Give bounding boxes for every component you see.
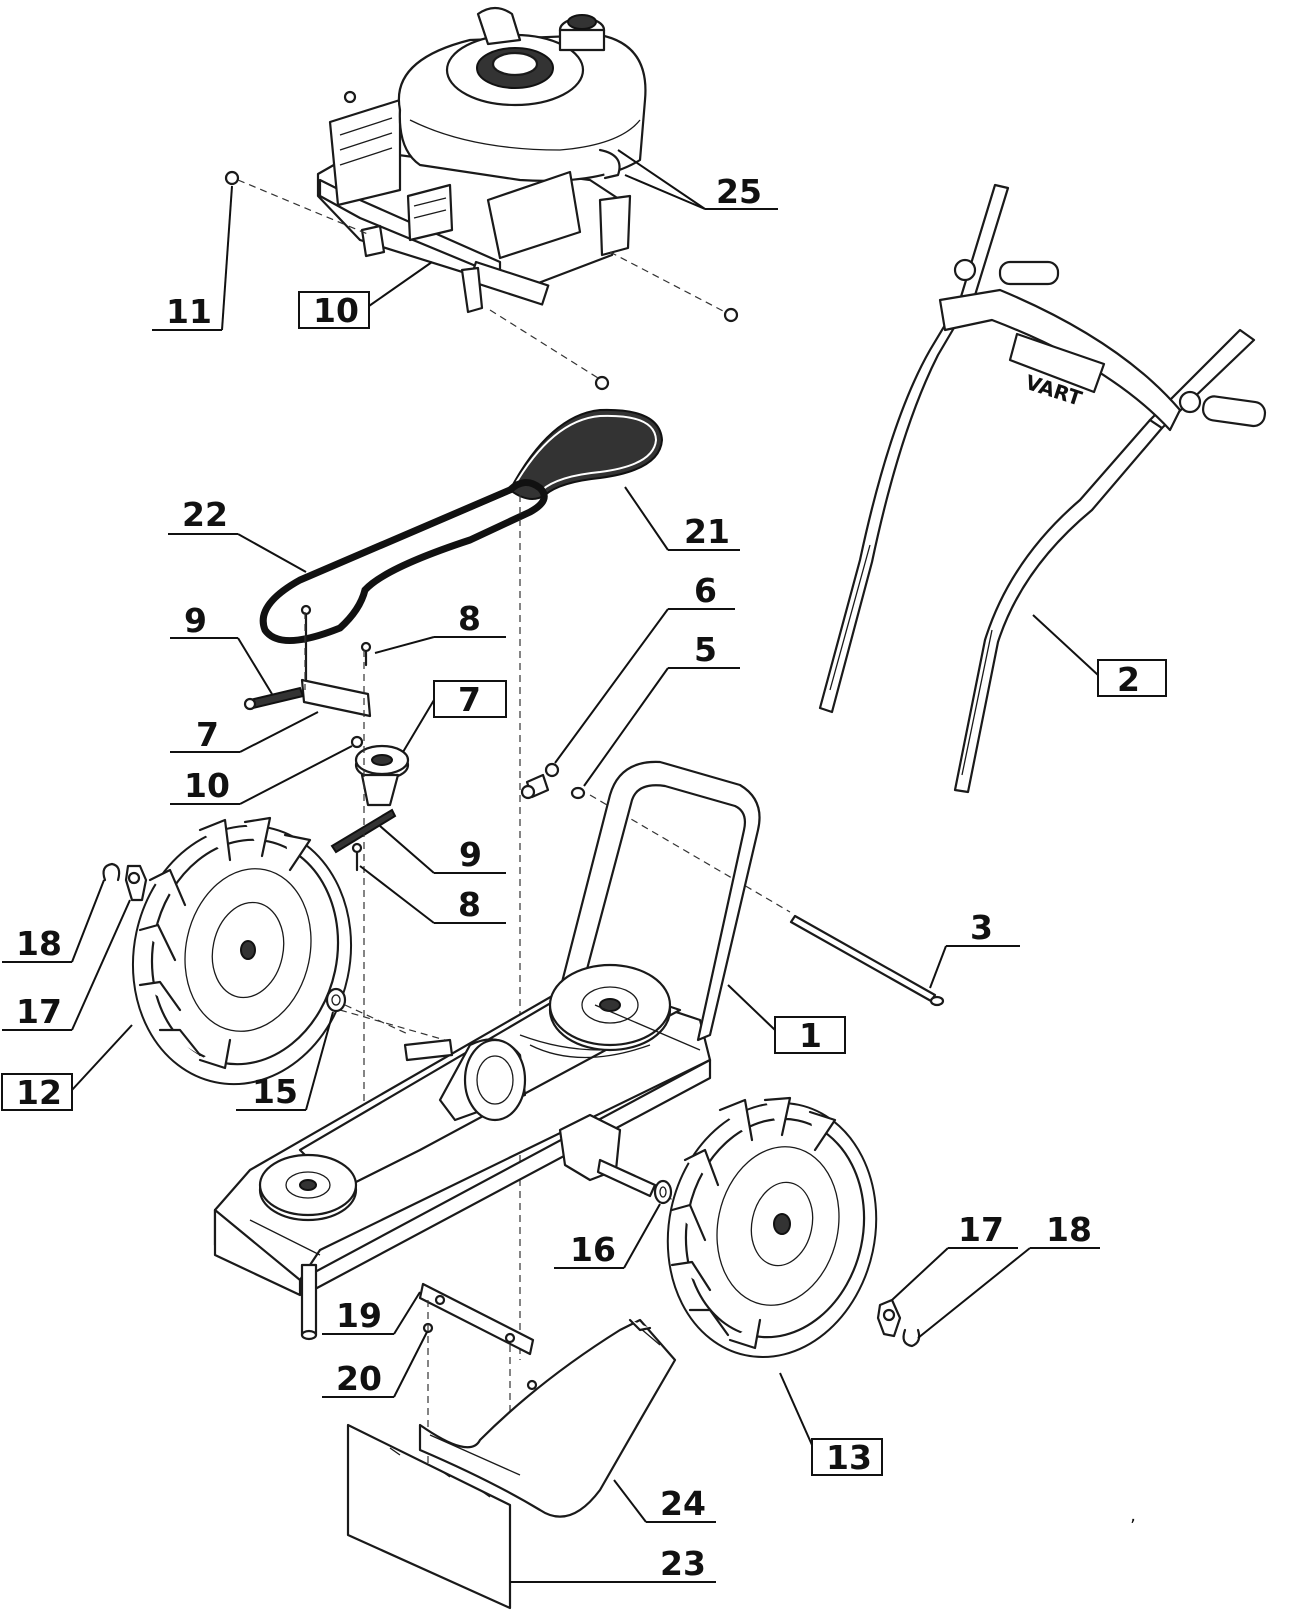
clip-18-left <box>102 862 121 882</box>
callout-16-right: 16 <box>570 1230 616 1269</box>
callout-23: 23 <box>660 1544 706 1583</box>
callout-24: 24 <box>660 1484 706 1523</box>
bracket-21 <box>418 1282 538 1391</box>
callout-20: 22 <box>182 495 228 534</box>
callout-5: 6 <box>694 571 717 610</box>
callout-22: 20 <box>336 1359 382 1398</box>
callout-9: 9 <box>459 835 482 874</box>
washer-16-left <box>325 987 347 1013</box>
callout-14: 12 <box>16 1073 62 1112</box>
callout-16-left: 15 <box>252 1072 298 1111</box>
washer-4 <box>570 786 586 800</box>
callout-8-lower: 8 <box>458 885 481 924</box>
wheel-left-14 <box>131 816 353 1086</box>
frame-1 <box>213 760 761 1341</box>
handlebar-2 <box>818 183 1267 794</box>
rod-3 <box>789 914 945 1007</box>
callout-1: 1 <box>799 1016 822 1055</box>
engine-bolt-13 <box>224 90 739 391</box>
clip-18-right <box>902 1328 921 1348</box>
callout-25: 25 <box>716 172 762 211</box>
callout-19: 21 <box>684 512 730 551</box>
washer-16-right <box>653 1179 673 1205</box>
callout-17-left: 17 <box>16 992 62 1031</box>
callout-18-left: 18 <box>16 924 62 963</box>
callout-8-upper: 8 <box>458 599 481 638</box>
callout-11: 10 <box>184 766 230 805</box>
clamp-5 <box>520 762 560 800</box>
callout-3: 3 <box>970 908 993 947</box>
cover-23 <box>346 1423 512 1610</box>
callout-10: 9 <box>184 601 207 640</box>
pin-17-left <box>124 864 148 902</box>
callout-12: 10 <box>313 291 359 330</box>
callout-21: 19 <box>336 1296 382 1335</box>
callout-13: 11 <box>166 292 212 331</box>
callout-15: 13 <box>826 1438 872 1477</box>
pin-17-right <box>876 1298 902 1338</box>
callout-2: 2 <box>1117 660 1140 699</box>
callout-6: 7 <box>458 680 481 719</box>
wheel-right-15 <box>666 1096 878 1359</box>
engine-assembly <box>316 6 647 314</box>
callout-18-right: 18 <box>1046 1210 1092 1249</box>
stray-mark: ʼ <box>1130 1516 1136 1537</box>
callout-7: 7 <box>196 715 219 754</box>
callout-17-right: 17 <box>958 1210 1004 1249</box>
cover-24 <box>418 1318 677 1518</box>
tensioner-assembly <box>243 604 410 872</box>
callout-4: 5 <box>694 630 717 669</box>
